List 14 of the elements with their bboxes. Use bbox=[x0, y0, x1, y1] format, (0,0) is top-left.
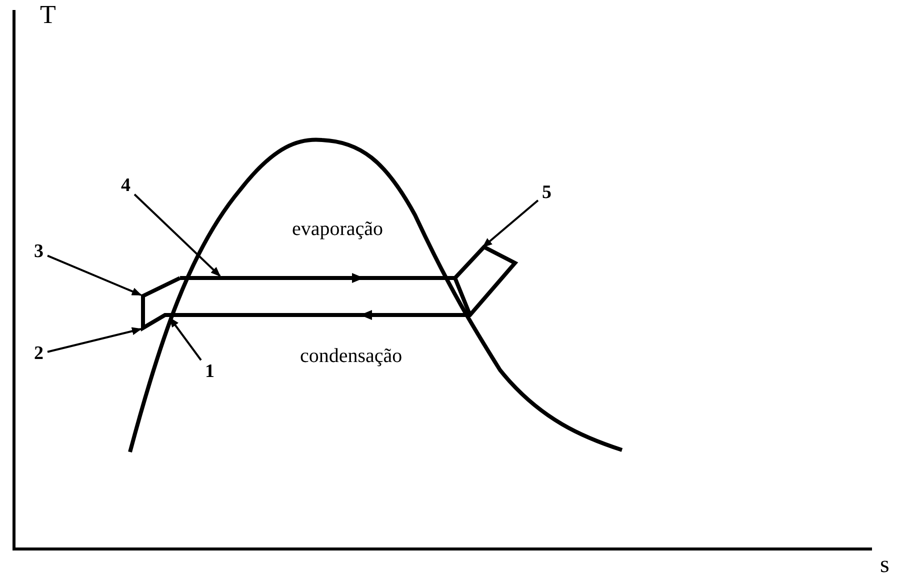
axis-label: T bbox=[40, 4, 56, 26]
region-label: condensação bbox=[300, 345, 402, 367]
callout-number: 3 bbox=[33, 242, 44, 262]
leader-line bbox=[482, 200, 539, 248]
callout-number: 2 bbox=[33, 344, 44, 364]
callout-number: 5 bbox=[541, 183, 552, 203]
region-label: evaporação bbox=[292, 218, 384, 240]
callout-number: 4 bbox=[120, 176, 132, 196]
callout-number: 1 bbox=[204, 362, 216, 382]
axis-label: s bbox=[880, 554, 890, 576]
leader-line bbox=[169, 317, 202, 361]
leader-line bbox=[47, 327, 142, 353]
leader-line bbox=[47, 254, 142, 296]
leader-line bbox=[134, 194, 221, 277]
